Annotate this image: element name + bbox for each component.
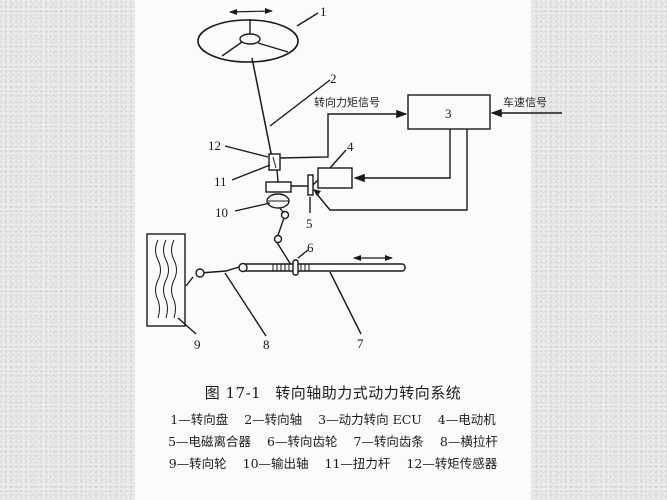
callout-line-11 bbox=[231, 164, 271, 181]
legend-item-8: 8—横拉杆 bbox=[439, 434, 498, 449]
callout-10: 10 bbox=[215, 205, 228, 220]
steering-rack bbox=[242, 263, 406, 272]
callout-6: 6 bbox=[307, 240, 314, 255]
ecu-box bbox=[407, 94, 491, 130]
callout-2: 2 bbox=[330, 71, 337, 86]
legend-item-1: 1—转向盘 bbox=[170, 412, 229, 427]
electric-motor bbox=[317, 167, 353, 189]
torque-signal-label: 转向力矩信号 bbox=[314, 95, 380, 109]
ecu-clutch-wire bbox=[315, 129, 468, 211]
steering-wheel bbox=[197, 8, 299, 63]
callout-line-9 bbox=[177, 317, 197, 335]
legend-item-4: 4—电动机 bbox=[437, 412, 496, 427]
road-wheel bbox=[146, 233, 186, 327]
legend-row-2: 5—电磁离合器 6—转向齿轮 7—转向齿条 8—横拉杆 bbox=[135, 431, 531, 453]
callout-9: 9 bbox=[194, 337, 201, 352]
callout-line-7 bbox=[329, 271, 362, 335]
callout-line-4 bbox=[329, 149, 347, 169]
electromagnetic-clutch bbox=[307, 174, 314, 196]
callout-7: 7 bbox=[357, 336, 364, 351]
callout-12: 12 bbox=[208, 138, 221, 153]
callout-line-12 bbox=[224, 145, 269, 158]
callout-line-6 bbox=[297, 249, 309, 259]
intermediate-shaft bbox=[275, 207, 294, 269]
rack-teeth bbox=[272, 264, 310, 271]
figure-title: 图 17-1 转向轴助力式动力转向系统 bbox=[135, 382, 531, 403]
legend-item-9: 9—转向轮 bbox=[168, 456, 227, 471]
callout-5: 5 bbox=[306, 216, 313, 231]
callout-8: 8 bbox=[263, 337, 270, 352]
legend-row-3: 9—转向轮 10—输出轴 11—扭力杆 12—转矩传感器 bbox=[135, 453, 531, 475]
speed-signal-label: 车速信号 bbox=[503, 95, 547, 109]
callout-1: 1 bbox=[320, 4, 327, 19]
figure-panel bbox=[135, 0, 531, 500]
ecu-motor-wire bbox=[353, 129, 451, 183]
ecu-label: 3 bbox=[445, 106, 452, 121]
torque-signal-wire bbox=[279, 109, 408, 159]
legend-item-5: 5—电磁离合器 bbox=[168, 434, 252, 449]
legend-item-7: 7—转向齿条 bbox=[353, 434, 424, 449]
callout-11: 11 bbox=[214, 174, 227, 189]
legend-item-12: 12—转矩传感器 bbox=[406, 456, 498, 471]
callout-line-1 bbox=[296, 12, 319, 27]
reduction-gear-housing bbox=[265, 181, 292, 193]
callout-line-2 bbox=[269, 79, 331, 127]
legend-item-2: 2—转向轴 bbox=[244, 412, 303, 427]
figure-caption: 图 17-1 转向轴助力式动力转向系统 1—转向盘 2—转向轴 3—动力转向 EC… bbox=[135, 382, 531, 475]
tie-rod bbox=[199, 266, 240, 274]
callout-line-10 bbox=[234, 202, 271, 212]
legend-item-11: 11—扭力杆 bbox=[324, 456, 391, 471]
steering-pinion bbox=[292, 259, 299, 276]
callout-line-8 bbox=[224, 272, 267, 337]
legend-item-3: 3—动力转向 ECU bbox=[318, 412, 422, 427]
legend-item-10: 10—输出轴 bbox=[242, 456, 309, 471]
callout-4: 4 bbox=[347, 139, 354, 154]
legend-item-6: 6—转向齿轮 bbox=[267, 434, 338, 449]
legend-row-1: 1—转向盘 2—转向轴 3—动力转向 ECU 4—电动机 bbox=[135, 409, 531, 431]
steering-shaft bbox=[251, 57, 273, 159]
figure-number: 图 17-1 bbox=[204, 384, 262, 402]
figure-title-text: 转向轴助力式动力转向系统 bbox=[275, 384, 462, 402]
